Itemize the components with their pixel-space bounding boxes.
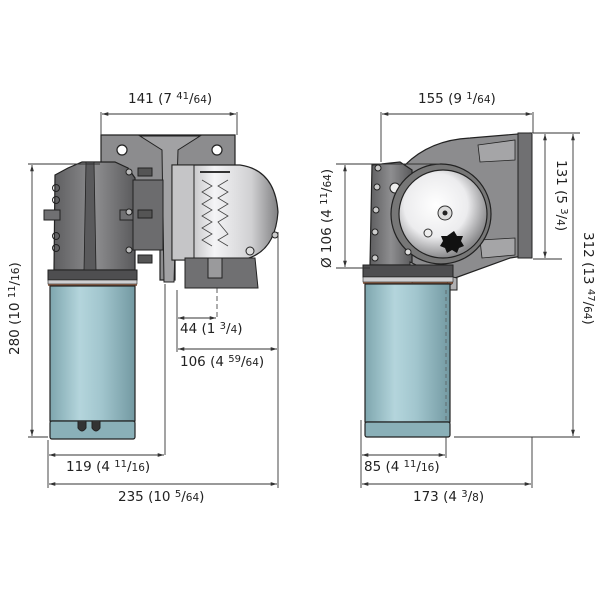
dim-label-131: 131 (5 3/4) (553, 160, 569, 232)
front-view (362, 132, 533, 438)
dim-label-173: 173 (4 3/8) (413, 489, 485, 505)
dim-label-119: 119 (4 11/16) (66, 459, 151, 475)
dim-label-235: 235 (10 5/64) (118, 489, 205, 505)
dim-label-155: 155 (9 1/64) (418, 91, 496, 107)
side-view (43, 134, 279, 440)
dim-label-diameter-106: Ø 106 (4 11/64) (319, 168, 335, 268)
gypsy-star-icon (440, 231, 464, 253)
dim-label-44: 44 (1 3/4) (180, 321, 243, 337)
dim-label-85: 85 (4 11/16) (364, 459, 440, 475)
dim-label-280: 280 (10 11/16) (7, 262, 23, 355)
front-dimension-lines (336, 112, 580, 488)
motor-body (49, 285, 136, 422)
dim-label-312: 312 (13 47/64) (580, 232, 596, 325)
dim-label-141: 141 (7 41/64) (128, 91, 213, 107)
dim-label-106: 106 (4 59/64) (180, 354, 265, 370)
side-dimension-lines (28, 112, 279, 488)
motor-body (364, 283, 451, 423)
